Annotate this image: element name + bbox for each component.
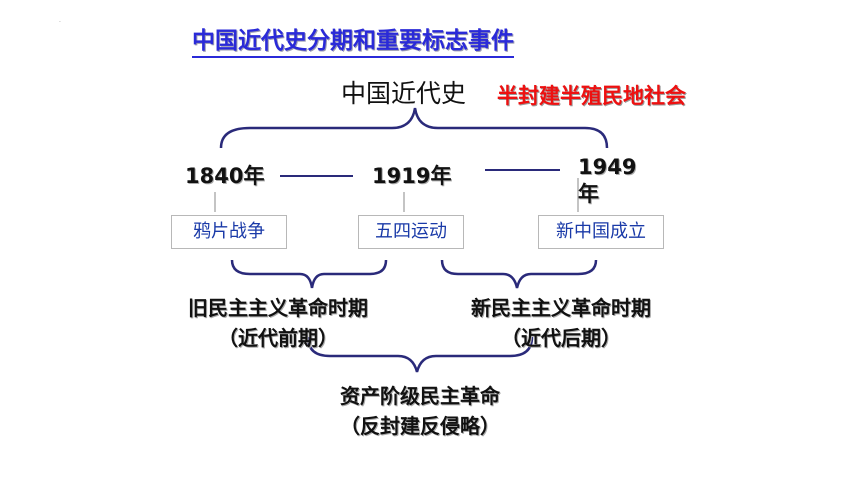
year-1840: 1840年 — [185, 164, 265, 188]
page-title: 中国近代史分期和重要标志事件 — [192, 26, 514, 58]
society-nature-label: 半封建半殖民地社会 — [497, 84, 686, 108]
new-period-brace — [440, 259, 598, 289]
subject-label: 中国近代史 — [341, 79, 467, 108]
new-period-name: 新民主主义革命时期 — [471, 296, 651, 320]
new-democratic-period: 新民主主义革命时期 （近代后期） — [443, 293, 679, 353]
old-period-brace — [230, 259, 388, 289]
old-period-sub: （近代前期） — [218, 326, 338, 350]
event-may-fourth: 五四运动 — [358, 215, 464, 249]
revolution-brace — [306, 336, 534, 373]
event-opium-war: 鸦片战争 — [171, 215, 287, 249]
new-period-sub: （近代后期） — [501, 326, 621, 350]
old-democratic-period: 旧民主主义革命时期 （近代前期） — [160, 293, 396, 353]
year-1919: 1919年 — [372, 164, 452, 188]
bourgeois-revolution: 资产阶级民主革命 （反封建反侵略） — [290, 381, 550, 441]
event-new-china: 新中国成立 — [538, 215, 664, 249]
stray-dot: . — [59, 17, 61, 24]
old-period-name: 旧民主主义革命时期 — [188, 296, 368, 320]
year-1949: 1949 年 — [578, 154, 636, 208]
year-1949-suffix: 年 — [578, 182, 599, 206]
revolution-goal: （反封建反侵略） — [340, 414, 500, 438]
year-1949-number: 1949 — [578, 155, 637, 179]
revolution-name: 资产阶级民主革命 — [340, 384, 500, 408]
top-brace — [219, 107, 609, 149]
